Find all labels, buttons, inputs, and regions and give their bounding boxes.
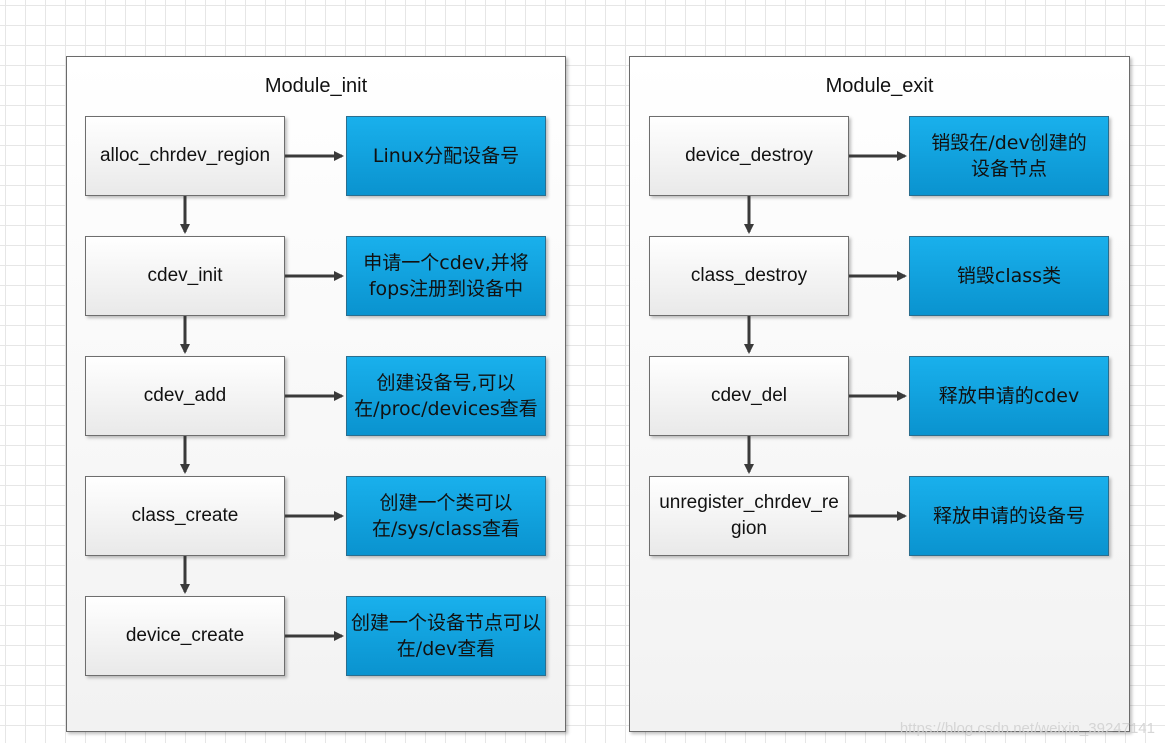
func-alloc-chrdev-region: alloc_chrdev_region [85,116,285,196]
note-cdev-del: 释放申请的cdev [909,356,1109,436]
module-init-title: Module_init [264,75,368,97]
note-cdev-init: 申请一个cdev,并将fops注册到设备中 [346,236,546,316]
note-device-create: 创建一个设备节点可以在/dev查看 [346,596,546,676]
note-class-destroy: 销毁class类 [909,236,1109,316]
func-unregister-chrdev-region: unregister_chrdev_region [649,476,849,556]
note-cdev-add: 创建设备号,可以在/proc/devices查看 [346,356,546,436]
note-unregister-chrdev-region: 释放申请的设备号 [909,476,1109,556]
func-device-destroy: device_destroy [649,116,849,196]
func-device-create: device_create [85,596,285,676]
note-device-destroy: 销毁在/dev创建的设备节点 [909,116,1109,196]
note-alloc-chrdev-region: Linux分配设备号 [346,116,546,196]
func-cdev-add: cdev_add [85,356,285,436]
note-class-create: 创建一个类可以在/sys/class查看 [346,476,546,556]
module-exit-title: Module_exit [825,75,934,97]
watermark: https://blog.csdn.net/weixin_39247141 [899,720,1155,737]
func-class-destroy: class_destroy [649,236,849,316]
func-cdev-init: cdev_init [85,236,285,316]
func-class-create: class_create [85,476,285,556]
func-cdev-del: cdev_del [649,356,849,436]
